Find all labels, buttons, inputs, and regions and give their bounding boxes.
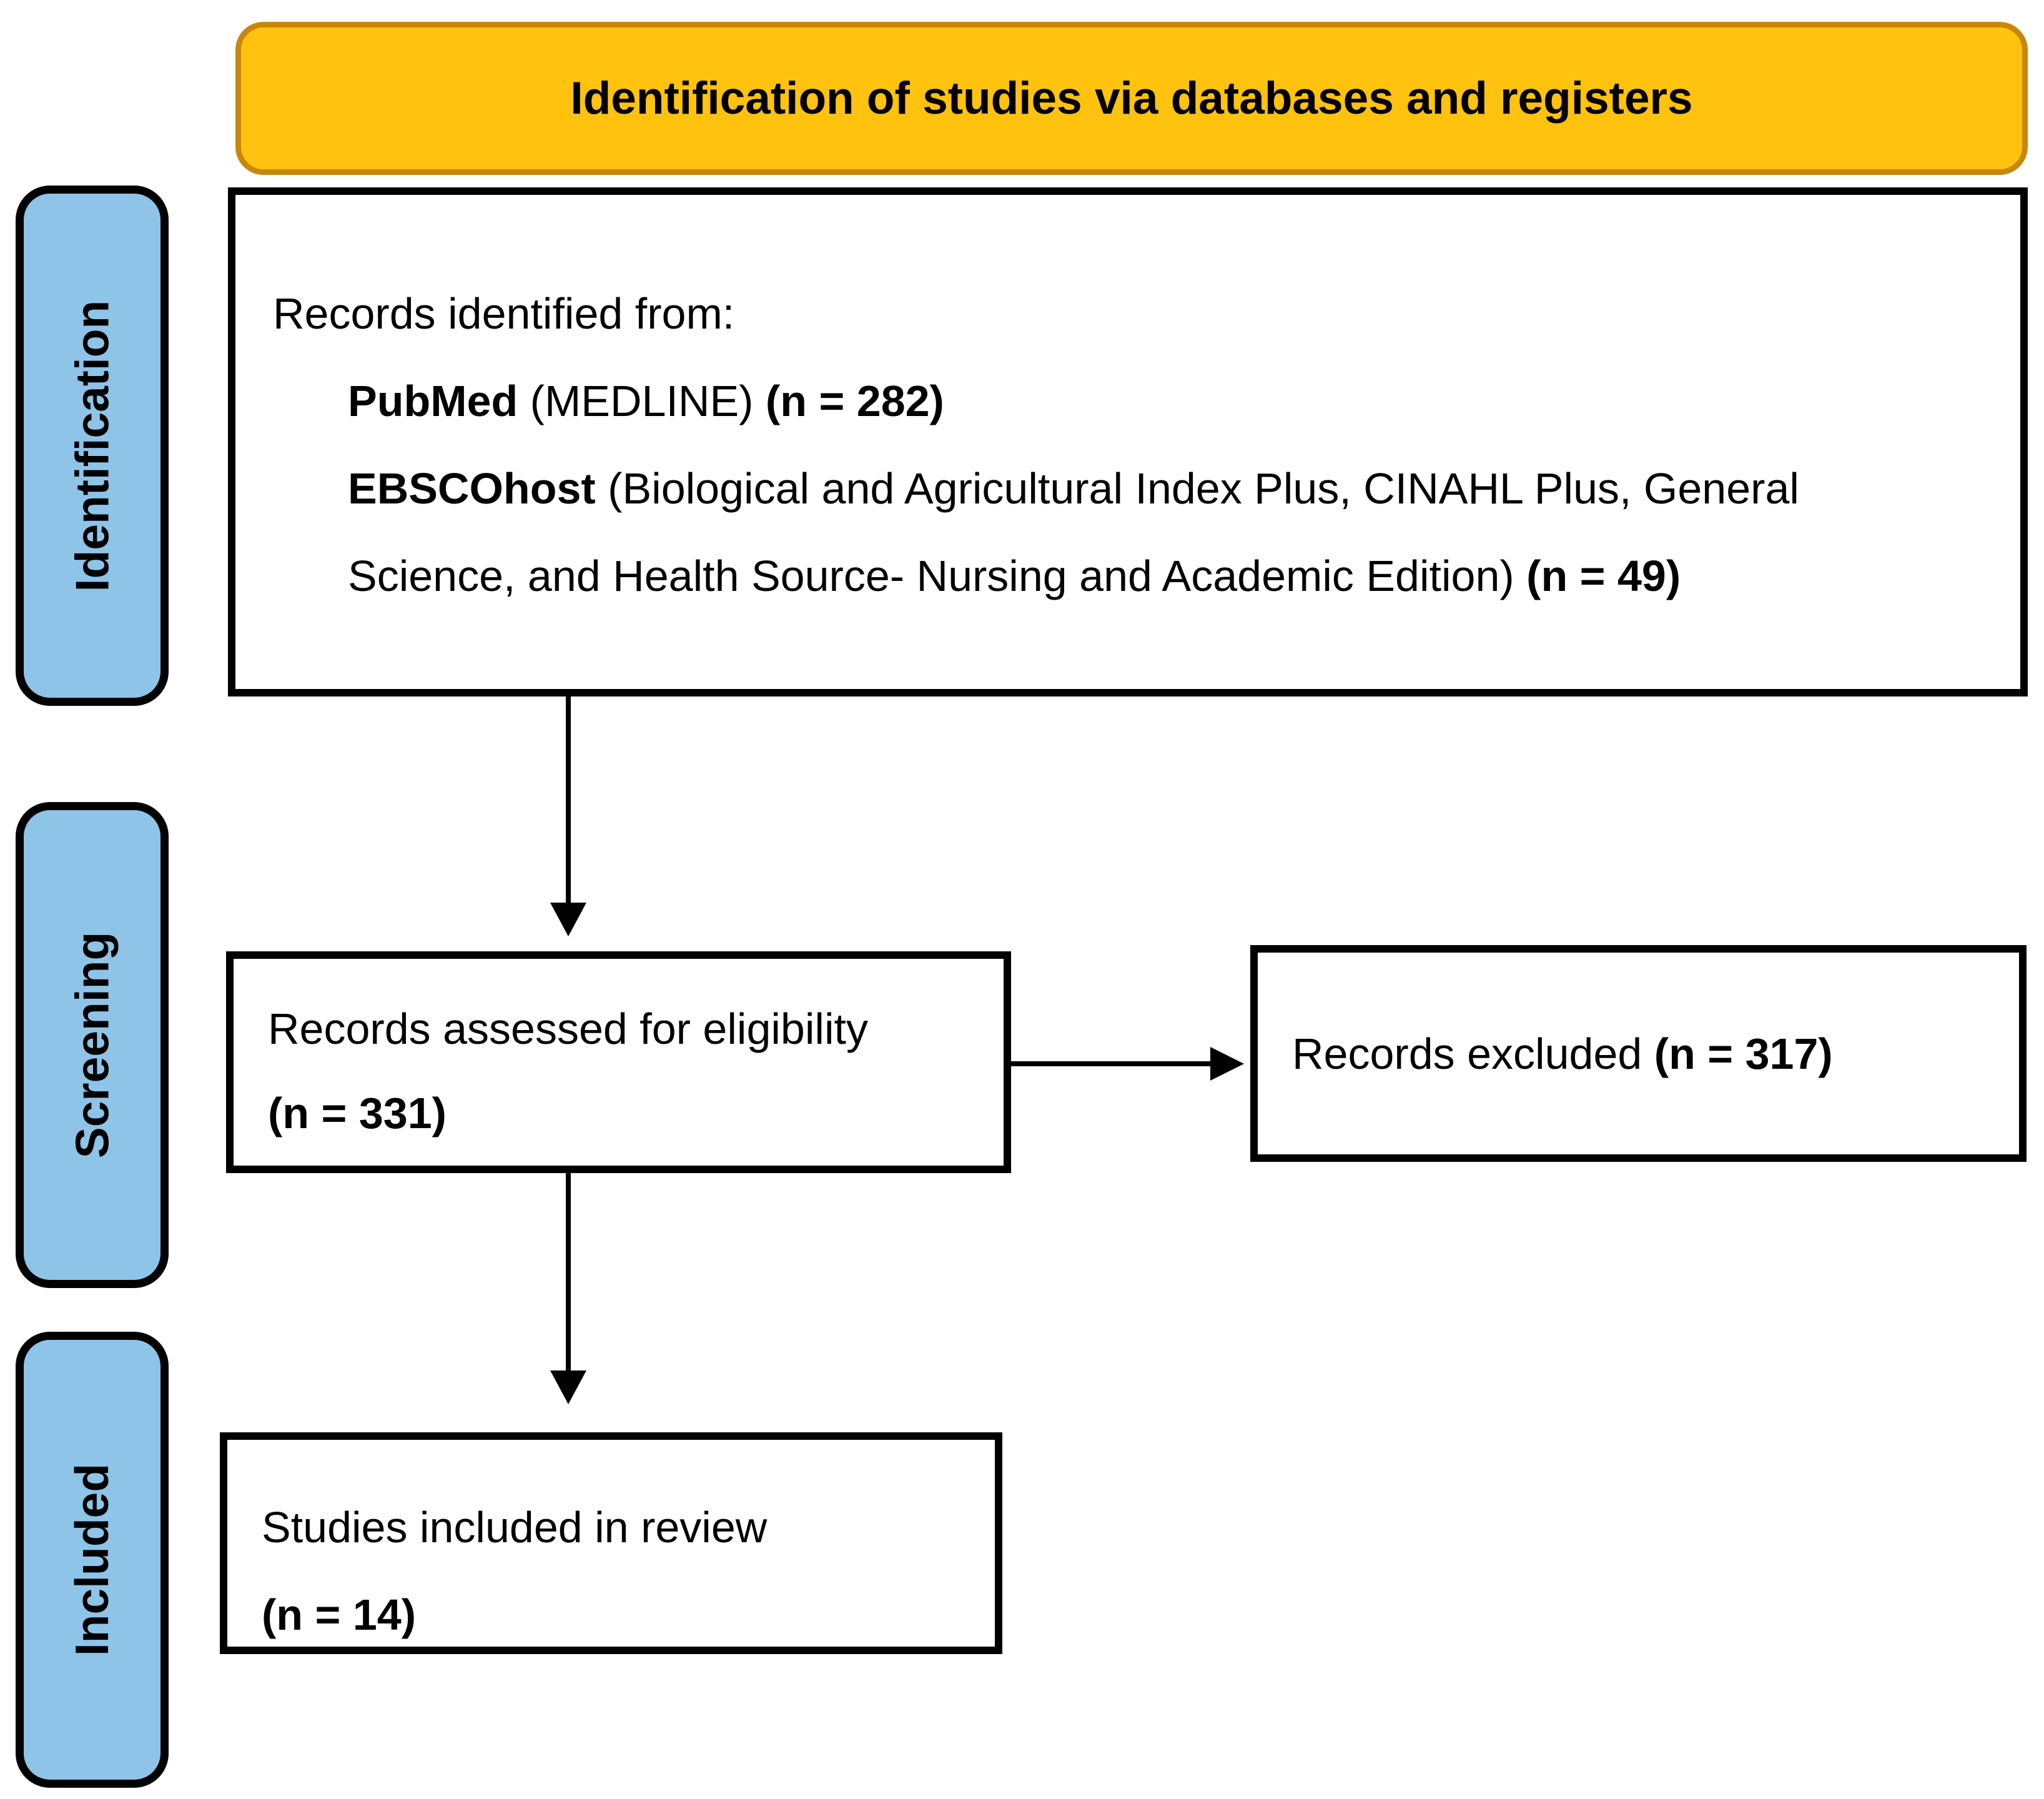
source-pubmed: PubMed (MEDLINE) (n = 282) bbox=[348, 377, 944, 425]
stage-label-screening: Screening bbox=[16, 802, 169, 1288]
records-assessed-count: (n = 331) bbox=[268, 1089, 447, 1137]
banner-identification-via-databases: Identification of studies via databases … bbox=[235, 22, 2028, 175]
records-assessed-box: Records assessed for eligibility (n = 33… bbox=[226, 951, 1011, 1173]
records-identified-box: Records identified from: PubMed (MEDLINE… bbox=[228, 187, 2028, 696]
arrow-assessed-to-included-shaft bbox=[566, 1173, 571, 1372]
records-assessed-label: Records assessed for eligibility bbox=[268, 1004, 868, 1053]
studies-included-count: (n = 14) bbox=[262, 1590, 417, 1639]
records-identified-intro: Records identified from: bbox=[273, 289, 735, 338]
arrow-assessed-to-included-head bbox=[550, 1370, 586, 1404]
stage-label-identification: Identification bbox=[16, 186, 169, 706]
studies-included-label: Studies included in review bbox=[262, 1503, 768, 1552]
stage-label-included: Included bbox=[16, 1332, 169, 1788]
stage-label-identification-text: Identification bbox=[66, 300, 119, 592]
arrow-assessed-to-excluded-shaft bbox=[1010, 1061, 1212, 1066]
arrow-identified-to-assessed-shaft bbox=[566, 696, 571, 904]
stage-label-screening-text: Screening bbox=[66, 931, 119, 1159]
source-ebscohost: EBSCOhost (Biological and Agricultural I… bbox=[348, 464, 1799, 600]
arrow-identified-to-assessed-head bbox=[550, 903, 586, 936]
studies-included-box: Studies included in review (n = 14) bbox=[220, 1432, 1002, 1654]
records-excluded-box: Records excluded (n = 317) bbox=[1250, 945, 2027, 1162]
records-excluded-line: Records excluded (n = 317) bbox=[1292, 1029, 1833, 1078]
stage-label-included-text: Included bbox=[66, 1463, 119, 1657]
diagram-title: Identification of studies via databases … bbox=[570, 73, 1693, 124]
arrow-assessed-to-excluded-head bbox=[1210, 1047, 1244, 1081]
records-identified-sources: PubMed (MEDLINE) (n = 282) EBSCOhost (Bi… bbox=[273, 357, 1983, 620]
